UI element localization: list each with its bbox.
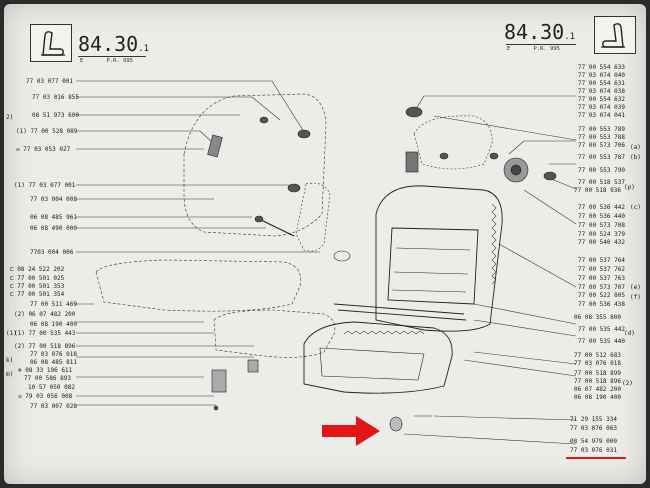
part-number: 77 03 007 028 bbox=[30, 403, 77, 410]
part-number: (1) 77 00 535 443 bbox=[14, 330, 76, 337]
seat-icon bbox=[594, 16, 636, 54]
part-number: ⊏ 77 00 501 353 bbox=[10, 283, 65, 290]
part-number: 06 07 482 200 bbox=[574, 386, 621, 393]
parts-catalog-page: 84.30.1 E P.R. 995 84.30.1 E P.R. 995 bbox=[4, 4, 646, 484]
part-number: ⊏ 77 00 501 354 bbox=[10, 291, 65, 298]
part-number: 77 00 518 899 bbox=[574, 370, 621, 377]
part-number: 7703 004 006 bbox=[30, 249, 74, 256]
part-number: 06 08 485 811 bbox=[30, 359, 77, 366]
part-number: 77 03 074 039 bbox=[578, 104, 625, 111]
part-number: 77 00 535 442 bbox=[578, 326, 625, 333]
header-edition-left: E P.R. 995 bbox=[80, 58, 133, 64]
part-number: 77 00 540 432 bbox=[578, 239, 625, 246]
part-number: 77 00 537 764 bbox=[578, 257, 625, 264]
part-number: 77 00 553 789 bbox=[578, 126, 625, 133]
section-number-right: 84.30.1 bbox=[504, 20, 576, 44]
red-arrow-icon bbox=[322, 416, 380, 446]
header-rule-left bbox=[78, 56, 146, 57]
part-number: 77 00 512 683 bbox=[574, 352, 621, 359]
part-number: 77 00 536 438 bbox=[578, 301, 625, 308]
part-number: 77 00 573 708 bbox=[578, 222, 625, 229]
part-number: 77 00 536 442 bbox=[578, 204, 625, 211]
part-number: 77 00 573 707 bbox=[578, 284, 625, 291]
seat-icon bbox=[30, 24, 72, 62]
part-number: 77 03 077 001 bbox=[26, 78, 73, 85]
part-number: 77 00 554 633 bbox=[578, 64, 625, 71]
ref-marker: (f) bbox=[630, 294, 641, 301]
part-number: 77 00 586 893 bbox=[24, 375, 71, 382]
ref-marker: (a) bbox=[630, 144, 641, 151]
part-number: ⊏ 77 00 501 025 bbox=[10, 275, 65, 282]
part-number: 08 51 973 600 bbox=[32, 112, 79, 119]
part-number: ⊗ 08 33 196 611 bbox=[18, 367, 73, 374]
ref-marker: 2) bbox=[6, 114, 14, 121]
part-number: 77 00 518 896 bbox=[574, 378, 621, 385]
part-number: 77 00 524 379 bbox=[578, 231, 625, 238]
ref-marker: (c) bbox=[630, 204, 641, 211]
ref-marker: m) bbox=[6, 371, 14, 378]
part-number: 77 03 076 018 bbox=[574, 360, 621, 367]
part-number: 77 03 074 038 bbox=[578, 88, 625, 95]
part-number: 77 03 074 040 bbox=[578, 72, 625, 79]
part-number: (2) 06 07 482 200 bbox=[14, 311, 76, 318]
part-number: 77 00 518 936 bbox=[574, 187, 621, 194]
highlighted-part-number: 77 03 076 031 bbox=[570, 447, 617, 454]
part-number: ☒ 79 03 056 008 bbox=[18, 393, 73, 400]
part-number: 77 00 553 787 bbox=[578, 154, 625, 161]
part-number: (2) 77 00 518 896 bbox=[14, 343, 76, 350]
header-edition-right: E P.R. 995 bbox=[507, 46, 560, 52]
part-number: 77 00 537 762 bbox=[578, 266, 625, 273]
part-number: 77 00 553 790 bbox=[578, 167, 625, 174]
part-number: 77 00 554 632 bbox=[578, 96, 625, 103]
part-number: 06 08 490 000 bbox=[30, 225, 77, 232]
part-number: 77 03 076 018 bbox=[30, 351, 77, 358]
part-number: 77 00 535 440 bbox=[578, 338, 625, 345]
part-number: 77 00 554 631 bbox=[578, 80, 625, 87]
part-number: 77 00 511 469 bbox=[30, 301, 77, 308]
header-rule-right bbox=[506, 44, 576, 45]
ref-marker: (2) bbox=[622, 380, 633, 387]
ref-marker: k) bbox=[6, 357, 14, 364]
part-number: 77 00 573 706 bbox=[578, 142, 625, 149]
highlight-underline bbox=[566, 457, 626, 459]
part-number: 06 08 485 961 bbox=[30, 214, 77, 221]
part-number: 77 03 074 041 bbox=[578, 112, 625, 119]
part-number: ⊏ 08 24 522 202 bbox=[10, 266, 65, 273]
part-number: 77 00 553 788 bbox=[578, 134, 625, 141]
part-number: 77 00 518 537 bbox=[578, 179, 625, 186]
part-number: 06 08 190 400 bbox=[30, 321, 77, 328]
exploded-seat-diagram bbox=[74, 80, 577, 445]
part-number: 77 00 537 763 bbox=[578, 275, 625, 282]
part-number: 71 29 155 334 bbox=[570, 416, 617, 423]
ref-marker: (d) bbox=[624, 330, 635, 337]
ref-marker: (1) bbox=[6, 330, 17, 337]
part-number: 10 57 050 082 bbox=[28, 384, 75, 391]
ref-marker: (p) bbox=[624, 184, 635, 191]
part-number: (1) 77 00 528 089 bbox=[16, 128, 78, 135]
part-number: 06 08 190 400 bbox=[574, 394, 621, 401]
part-number: (1) 77 03 077 001 bbox=[14, 182, 76, 189]
highlighted-part-number: 08 54 979 000 bbox=[570, 438, 617, 445]
part-number: 77 00 536 440 bbox=[578, 213, 625, 220]
section-number-left: 84.30.1 bbox=[78, 32, 150, 56]
part-number: 77 03 076 063 bbox=[570, 425, 617, 432]
ref-marker: (b) bbox=[630, 154, 641, 161]
part-number: 06 08 355 800 bbox=[574, 314, 621, 321]
part-number: 77 00 522 805 bbox=[578, 292, 625, 299]
part-number: 77 03 004 008 bbox=[30, 196, 77, 203]
part-number: ☒ 77 03 053 027 bbox=[16, 146, 71, 153]
ref-marker: (e) bbox=[630, 284, 641, 291]
part-number: 77 03 016 855 bbox=[32, 94, 79, 101]
